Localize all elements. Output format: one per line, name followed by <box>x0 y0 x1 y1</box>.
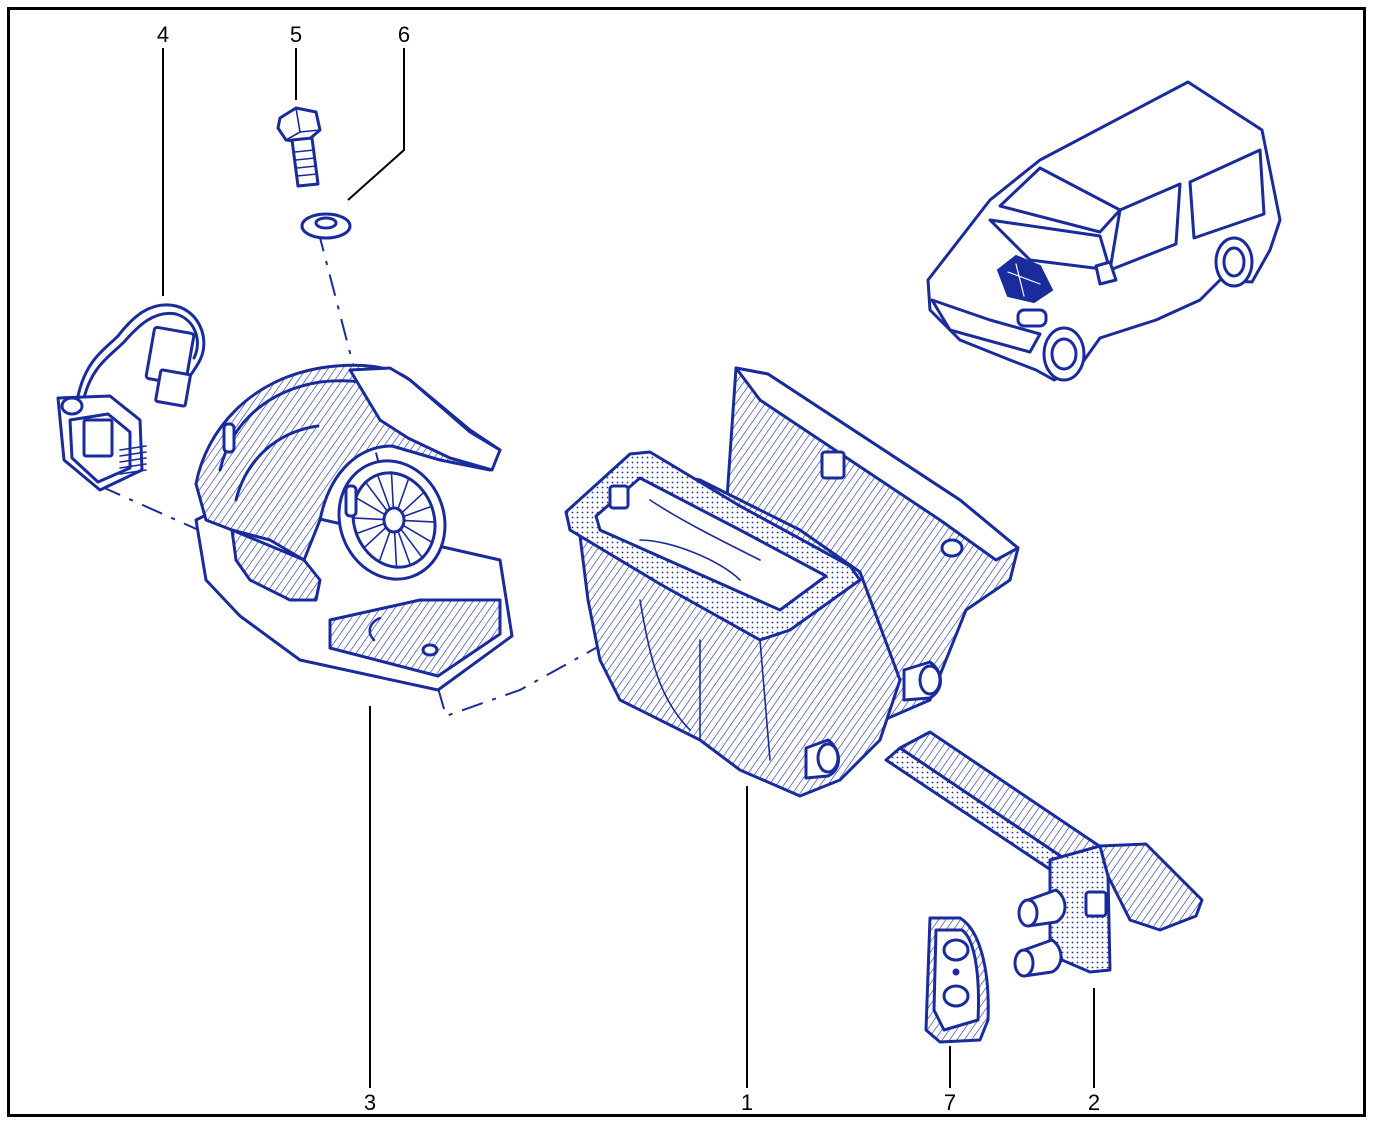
seal-gasket-icon <box>924 916 990 1044</box>
callout-5: 5 <box>290 22 302 47</box>
heater-matrix-icon <box>884 730 1204 978</box>
callout-6: 6 <box>398 22 410 47</box>
callout-4: 4 <box>157 22 169 47</box>
vehicle-location-icon <box>926 80 1282 382</box>
leader-lines <box>162 48 1095 1088</box>
leader-6 <box>347 48 405 201</box>
bolt-icon <box>276 106 322 188</box>
callout-2: 2 <box>1088 1090 1100 1115</box>
callout-3: 3 <box>364 1090 376 1115</box>
callout-labels: 4 5 6 3 1 7 2 <box>157 22 1100 1115</box>
blower-fan-icon <box>194 363 514 692</box>
callout-1: 1 <box>741 1090 753 1115</box>
heater-housing-icon <box>564 366 1020 798</box>
resistor-harness-icon <box>56 303 206 492</box>
callout-7: 7 <box>944 1090 956 1115</box>
washer-icon <box>300 212 352 240</box>
